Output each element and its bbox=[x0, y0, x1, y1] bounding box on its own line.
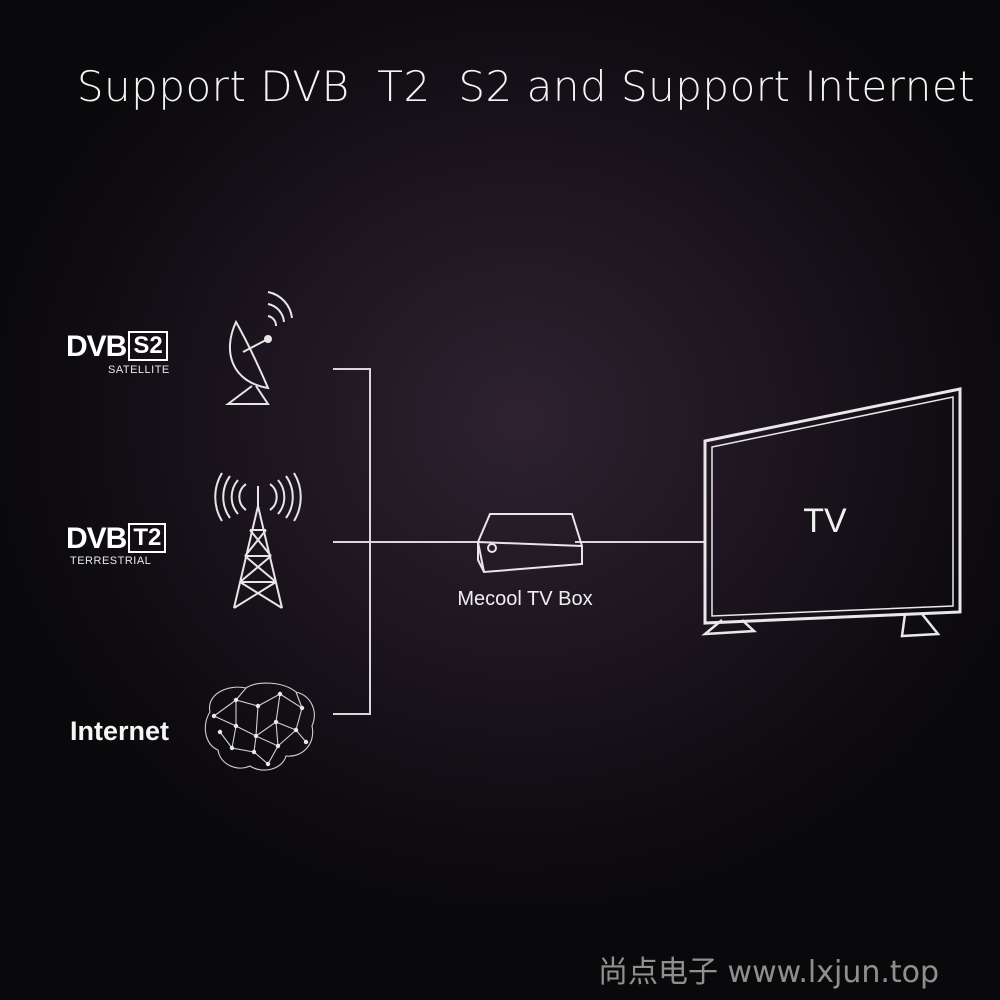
page-title: Support DVB T2 S2 and Support Internet bbox=[76, 62, 976, 111]
tv-label: TV bbox=[803, 502, 847, 540]
broadcast-tower-icon bbox=[214, 472, 302, 609]
dvb-s2-badge: S2 bbox=[128, 331, 168, 361]
television-icon bbox=[701, 387, 962, 638]
connector-lines bbox=[333, 368, 705, 715]
tv-box-icon bbox=[477, 513, 583, 574]
tv-box-label: Mecool TV Box bbox=[457, 588, 593, 610]
dvb-s2-subtitle: SATELLITE bbox=[108, 364, 170, 376]
dvb-s2-logo-text: DVB bbox=[66, 330, 127, 363]
internet-label: Internet bbox=[70, 716, 170, 746]
brain-network-icon bbox=[204, 682, 315, 771]
dvb-t2-badge: T2 bbox=[128, 523, 167, 553]
watermark: 尚点电子 www.lxjun.top bbox=[598, 955, 940, 990]
dvb-t2-subtitle: TERRESTRIAL bbox=[70, 555, 152, 567]
satellite-dish-icon bbox=[225, 291, 293, 405]
dvb-t2-logo-text: DVB bbox=[66, 522, 127, 555]
